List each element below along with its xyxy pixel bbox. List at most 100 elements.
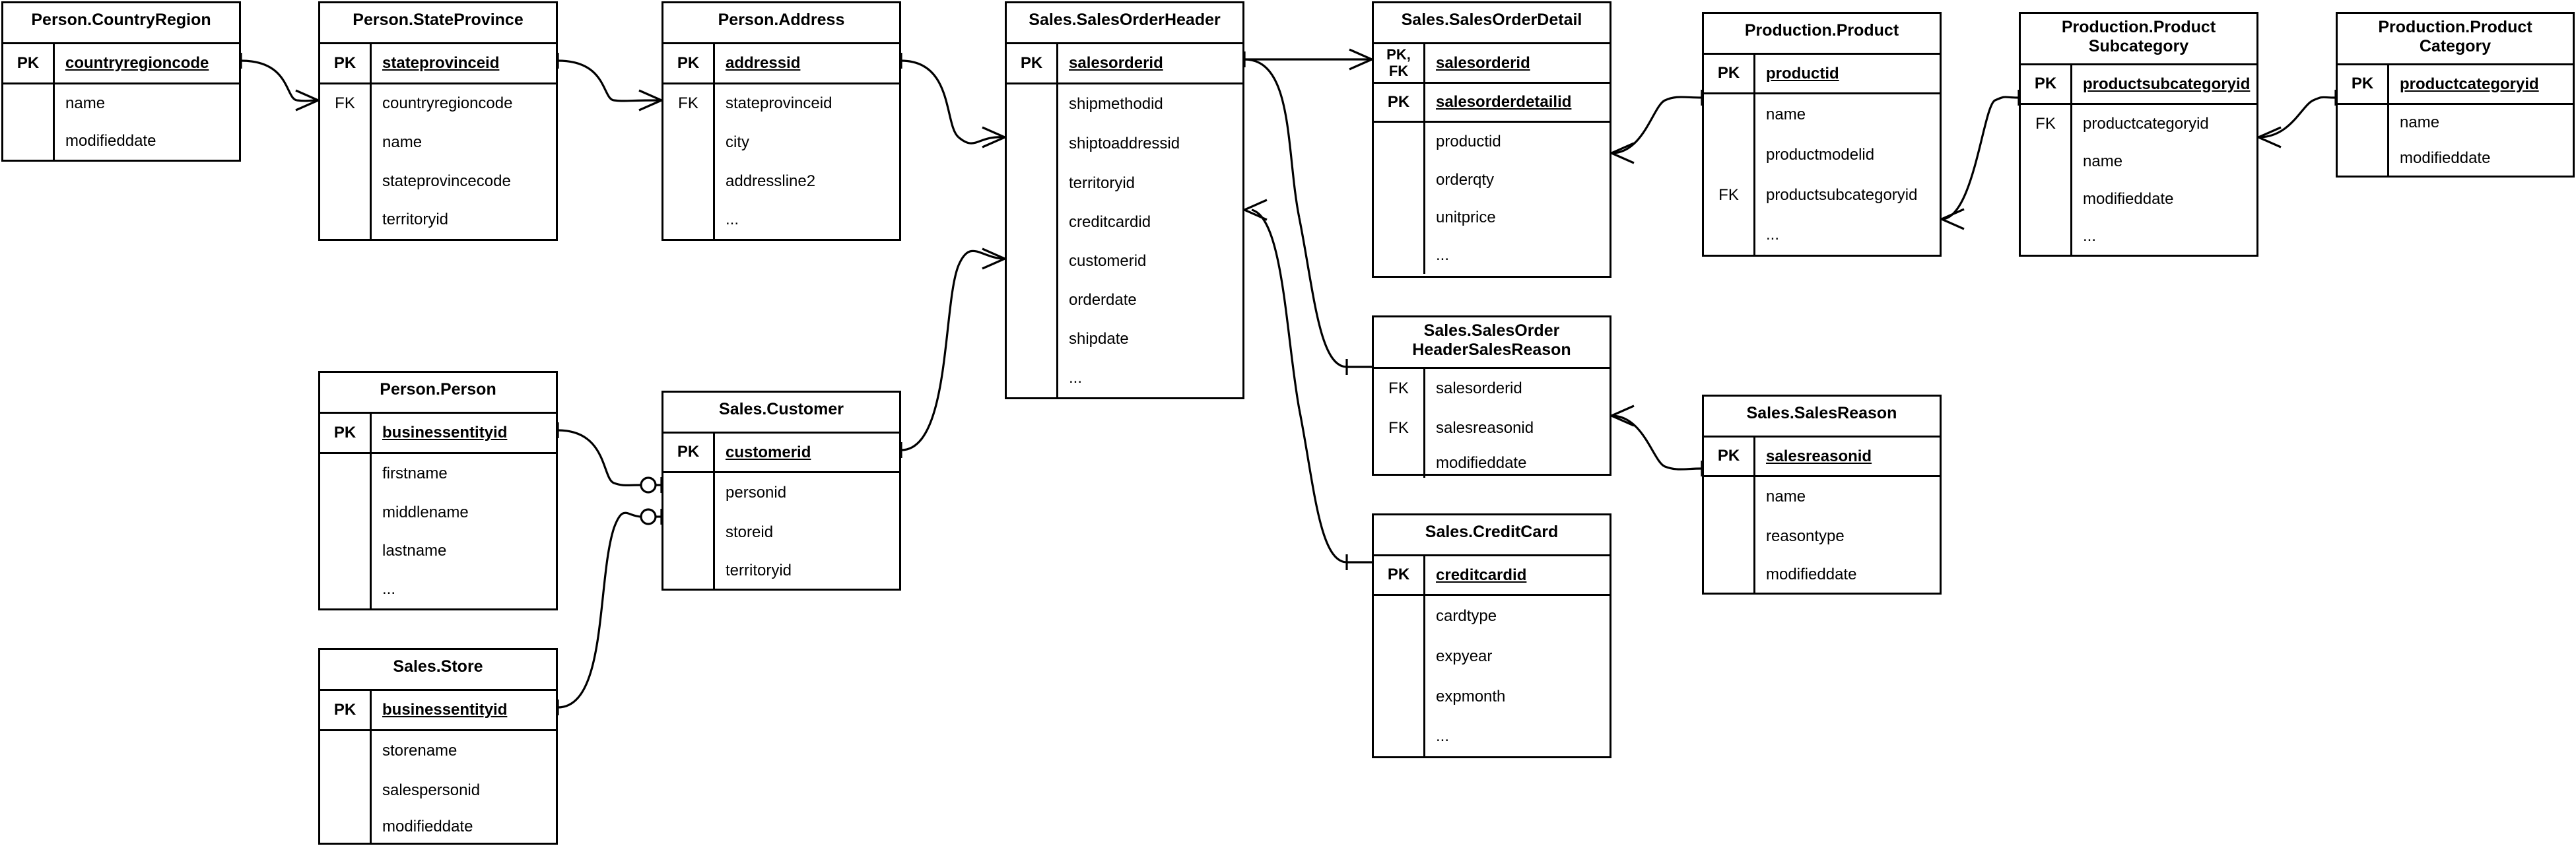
attribute-row-pk[interactable]: PK salesorderid	[1007, 44, 1242, 84]
key-badge	[2338, 105, 2387, 141]
attribute-name: salesorderdetailid	[1436, 93, 1572, 111]
attribute-name: orderqty	[1436, 170, 1495, 189]
entity-sales-store[interactable]: Sales.Store PK businessentityid storenam…	[318, 648, 558, 845]
attribute-row-pk[interactable]: PK customerid	[663, 434, 899, 473]
entity-title: Person.StateProvince	[320, 3, 556, 44]
entity-title: Sales.SalesOrder HeaderSalesReason	[1374, 317, 1610, 369]
crowsfoot-salesorderheader-shiptoaddress	[982, 126, 1005, 148]
key-badge	[1007, 124, 1056, 164]
attribute-row-pk[interactable]: PK productcategoryid	[2338, 65, 2573, 105]
key-badge	[1007, 319, 1056, 358]
entity-sales-salesorderheader[interactable]: Sales.SalesOrderHeader PK salesorderid s…	[1005, 1, 1244, 399]
attribute-name: ...	[382, 580, 396, 598]
attribute-row-pk-fk[interactable]: PK, FK salesorderid	[1374, 44, 1610, 84]
entity-production-product[interactable]: Production.Product PK productid FK name …	[1702, 12, 1942, 257]
crowsfoot-salesorderheader-customer	[982, 247, 1005, 270]
entity-title: Person.CountryRegion	[3, 3, 239, 44]
relationship-countryregion-stateprovince	[240, 53, 319, 112]
attribute-body: FK productcategoryid name modifieddate .…	[2021, 105, 2256, 255]
attribute-row-pk[interactable]: PK businessentityid	[320, 414, 556, 454]
attribute-body: personid storeid territoryid	[663, 473, 899, 589]
key-badge	[2338, 141, 2387, 176]
attribute-body: FK countryregioncode name stateprovincec…	[320, 84, 556, 239]
attribute-name: addressid	[726, 54, 801, 72]
entity-sales-salesorderdetail[interactable]: Sales.SalesOrderDetail PK, FK salesorder…	[1372, 1, 1611, 278]
key-badge	[3, 84, 53, 122]
key-badge	[663, 513, 713, 552]
entity-title: Person.Person	[320, 373, 556, 414]
relationship-headersalesreason-salesreason	[1611, 405, 1703, 476]
entity-title: Production.Product Category	[2338, 14, 2573, 65]
key-badge	[1007, 280, 1056, 319]
attribute-name: productsubcategoryid	[2083, 75, 2251, 93]
key-column	[1374, 596, 1425, 756]
attribute-row-pk[interactable]: PK productid	[1704, 55, 1940, 94]
attribute-row-pk[interactable]: PK businessentityid	[320, 691, 556, 731]
entity-sales-creditcard[interactable]: Sales.CreditCard PK creditcardid cardtyp…	[1372, 513, 1611, 758]
attribute-body: storename salespersonid modifieddate	[320, 731, 556, 843]
entity-person-person[interactable]: Person.Person PK businessentityid firstn…	[318, 371, 558, 610]
entity-person-address[interactable]: Person.Address PK addressid FK stateprov…	[661, 1, 901, 241]
attribute-name: modifieddate	[1436, 453, 1527, 472]
key-badge	[1704, 215, 1753, 255]
attribute-row-pk[interactable]: PK salesorderdetailid	[1374, 84, 1610, 123]
attribute-name: name	[382, 133, 423, 151]
key-badge: PK	[320, 44, 372, 82]
attribute-row-pk[interactable]: PK countryregioncode	[3, 44, 239, 84]
attribute-column: salesorderid salesreasonid modifieddate	[1425, 369, 1610, 478]
attribute-name: productcategoryid	[2400, 75, 2539, 93]
key-badge	[320, 810, 370, 843]
entity-sales-customer[interactable]: Sales.Customer PK customerid personid st…	[661, 391, 901, 591]
entity-sales-salesorderheadersalesreason[interactable]: Sales.SalesOrder HeaderSalesReason FK FK…	[1372, 315, 1611, 478]
entity-production-productcategory[interactable]: Production.Product Category PK productca…	[2336, 12, 2575, 178]
attribute-row-pk[interactable]: PK salesreasonid	[1704, 438, 1940, 477]
key-badge: FK	[2035, 114, 2056, 133]
relationship-customer-salesorderheader	[900, 247, 1005, 458]
key-badge	[1704, 477, 1753, 517]
key-badge: PK	[2338, 65, 2389, 103]
attribute-row-pk[interactable]: PK stateprovinceid	[320, 44, 556, 84]
attribute-name: customerid	[1069, 251, 1147, 270]
attribute-body: FK FK salesorderid salesreasonid modifie…	[1374, 369, 1610, 478]
entity-title: Sales.SalesOrderDetail	[1374, 3, 1610, 44]
attribute-column: cardtype expyear expmonth ...	[1425, 596, 1610, 756]
entity-title: Production.Product	[1704, 14, 1940, 55]
attribute-name: businessentityid	[382, 701, 508, 719]
entity-person-stateprovince[interactable]: Person.StateProvince PK stateprovinceid …	[318, 1, 558, 241]
attribute-name: productcategoryid	[2083, 114, 2209, 133]
key-badge	[1374, 123, 1423, 161]
attribute-column: name productmodelid productsubcategoryid…	[1755, 94, 1940, 255]
key-badge: PK	[1374, 556, 1425, 594]
key-badge	[1007, 164, 1056, 203]
key-badge	[320, 570, 370, 608]
attribute-row-pk[interactable]: PK addressid	[663, 44, 899, 84]
attribute-name: storeid	[726, 523, 774, 541]
key-column: FK	[320, 84, 372, 239]
entity-title: Sales.Store	[320, 650, 556, 691]
attribute-name: salesorderid	[1436, 379, 1522, 397]
key-badge	[663, 162, 713, 201]
key-badge: PK	[320, 414, 372, 452]
attribute-name: addressline2	[726, 172, 816, 190]
key-badge	[663, 123, 713, 162]
key-badge	[1704, 517, 1753, 556]
entity-sales-salesreason[interactable]: Sales.SalesReason PK salesreasonid name …	[1702, 395, 1942, 595]
attribute-column: name modifieddate	[55, 84, 239, 160]
entity-production-productsubcategory[interactable]: Production.Product Subcategory PK produc…	[2019, 12, 2258, 257]
attribute-row-pk[interactable]: PK creditcardid	[1374, 556, 1610, 596]
attribute-name: stateprovinceid	[382, 54, 500, 72]
relationship-salesorderheader-headersalesreason	[1244, 58, 1372, 375]
relationship-stateprovince-address	[557, 53, 662, 112]
attribute-name: shipdate	[1069, 329, 1129, 348]
attribute-column: stateprovinceid city addressline2 ...	[715, 84, 899, 239]
attribute-row-pk[interactable]: PK productsubcategoryid	[2021, 65, 2256, 105]
entity-person-countryregion[interactable]: Person.CountryRegion PK countryregioncod…	[1, 1, 241, 162]
attribute-name: shipmethodid	[1069, 95, 1163, 113]
attribute-name: personid	[726, 484, 787, 502]
key-badge	[2021, 218, 2070, 255]
crowsfoot-salesorderdetail-productid	[1611, 142, 1635, 164]
attribute-name: unitprice	[1436, 208, 1496, 226]
key-column	[3, 84, 55, 160]
attribute-column: name modifieddate	[2389, 105, 2573, 176]
attribute-name: countryregioncode	[382, 94, 513, 112]
